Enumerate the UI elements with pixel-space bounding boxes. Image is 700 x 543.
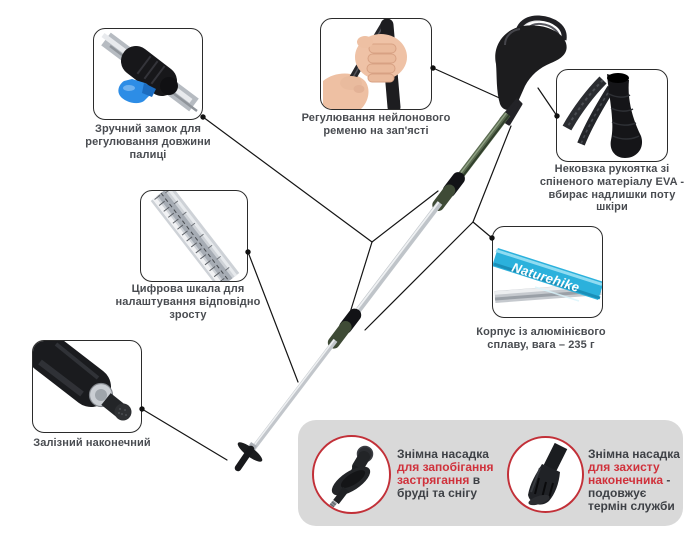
strap-callout-box — [320, 18, 432, 110]
grip-callout-box — [556, 69, 668, 162]
mud-basket-text: Знімна насадка для запобігання застряган… — [397, 448, 494, 500]
scale-callout-box — [140, 190, 248, 282]
alloy-photo-icon: Naturehike — [493, 247, 602, 303]
alloy-caption-line: Корпус із алюмінієвого — [476, 326, 606, 338]
grip-caption-line: шкіри — [596, 201, 628, 214]
lower-lock-icon — [327, 308, 362, 349]
scale-caption: Цифрова шкала для налаштування відповідн… — [98, 283, 278, 321]
scale-photo-icon — [150, 191, 240, 281]
strap-caption: Регулювання нейлонового ременю на зап'яс… — [286, 112, 466, 138]
alloy-callout-box: Naturehike — [492, 226, 603, 318]
lock-caption-line: регулювання довжини — [85, 135, 211, 148]
tip-protector-line2: для захисту — [588, 460, 660, 474]
tip-body-icon — [33, 341, 111, 407]
scale-caption-line: Цифрова шкала для — [131, 283, 245, 295]
tip-protector-line1: Знімна насадка — [588, 447, 680, 461]
lock-caption: Зручний замок для регулювання довжини па… — [58, 123, 238, 161]
alloy-caption-line: сплаву, вага – 235 г — [487, 338, 595, 351]
mud-basket-line2: для запобігання — [397, 460, 494, 474]
tip-caption-line: Залізний наконечний — [33, 437, 151, 449]
pole-basket-icon — [237, 442, 263, 462]
scale-caption-line: зросту — [169, 308, 207, 321]
foam-grip-icon — [607, 73, 643, 158]
strap-caption-line: ременю на зап'ясті — [323, 124, 429, 137]
tip-protector-circle — [507, 436, 584, 513]
tip-protector-icon — [528, 442, 568, 506]
strap-connector-line — [432, 67, 505, 101]
mud-basket-line1: Знімна насадка — [397, 447, 489, 461]
grip-caption-line: спіненого матеріалу EVA - — [539, 175, 685, 188]
lock-connector-dot — [200, 114, 206, 120]
lock-photo-icon — [101, 32, 199, 112]
eva-grip-photo-icon — [562, 73, 643, 158]
alloy-connector-line — [364, 125, 512, 331]
strap-webbing-icon — [562, 76, 615, 146]
mud-basket-icon — [327, 445, 374, 511]
tip-caption: Залізний наконечний — [2, 437, 182, 450]
tip-protector-line3: наконечника - — [588, 473, 671, 487]
tip-protector-line4: подовжує — [588, 486, 647, 500]
grip-caption-line: Нековзка рукоятка зі — [554, 163, 670, 175]
scale-centerline-icon — [160, 192, 230, 281]
scale-pole-light2-icon — [168, 191, 238, 277]
tip-connector-line — [141, 408, 228, 461]
mud-basket-circle — [312, 435, 391, 514]
wrist-strap-icon — [515, 15, 567, 47]
tip-spike-icon — [101, 393, 132, 421]
pole-middle-section — [350, 201, 443, 320]
grip-connector-line — [537, 87, 558, 117]
mud-basket-line3: застрягання в — [397, 473, 481, 487]
tip-callout-box — [32, 340, 142, 433]
grip-caption: Нековзка рукоятка зі спіненого матеріалу… — [522, 163, 700, 214]
tip-protector-line5: термін служби — [588, 499, 675, 513]
tip-protector-text: Знімна насадка для захисту наконечника -… — [588, 448, 680, 513]
iron-tip-photo-icon — [33, 341, 132, 421]
adjusting-hand-icon — [340, 76, 365, 93]
strap-caption-line: Регулювання нейлонового — [301, 112, 451, 124]
attachments-panel: Знімна насадка для запобігання застряган… — [298, 420, 683, 526]
hand-strap-photo-icon — [323, 19, 407, 109]
lock-callout-box — [93, 28, 203, 120]
scale-pole-light-icon — [152, 196, 221, 281]
mud-basket-line4: бруді та снігу — [397, 486, 478, 500]
lock-caption-line: палиці — [129, 148, 167, 161]
upper-lock-icon — [432, 172, 465, 211]
grip-caption-line: вбирає надлишки поту — [548, 188, 676, 201]
pole-tip-icon — [234, 445, 255, 472]
lock-clamp-icon — [121, 46, 178, 96]
fist-icon — [355, 34, 407, 83]
lock-caption-line: Зручний замок для — [95, 123, 201, 135]
blue-lever-icon — [118, 79, 156, 104]
alloy-caption: Корпус із алюмінієвого сплаву, вага – 23… — [451, 326, 631, 352]
scale-caption-line: налаштування відповідно — [115, 295, 261, 308]
